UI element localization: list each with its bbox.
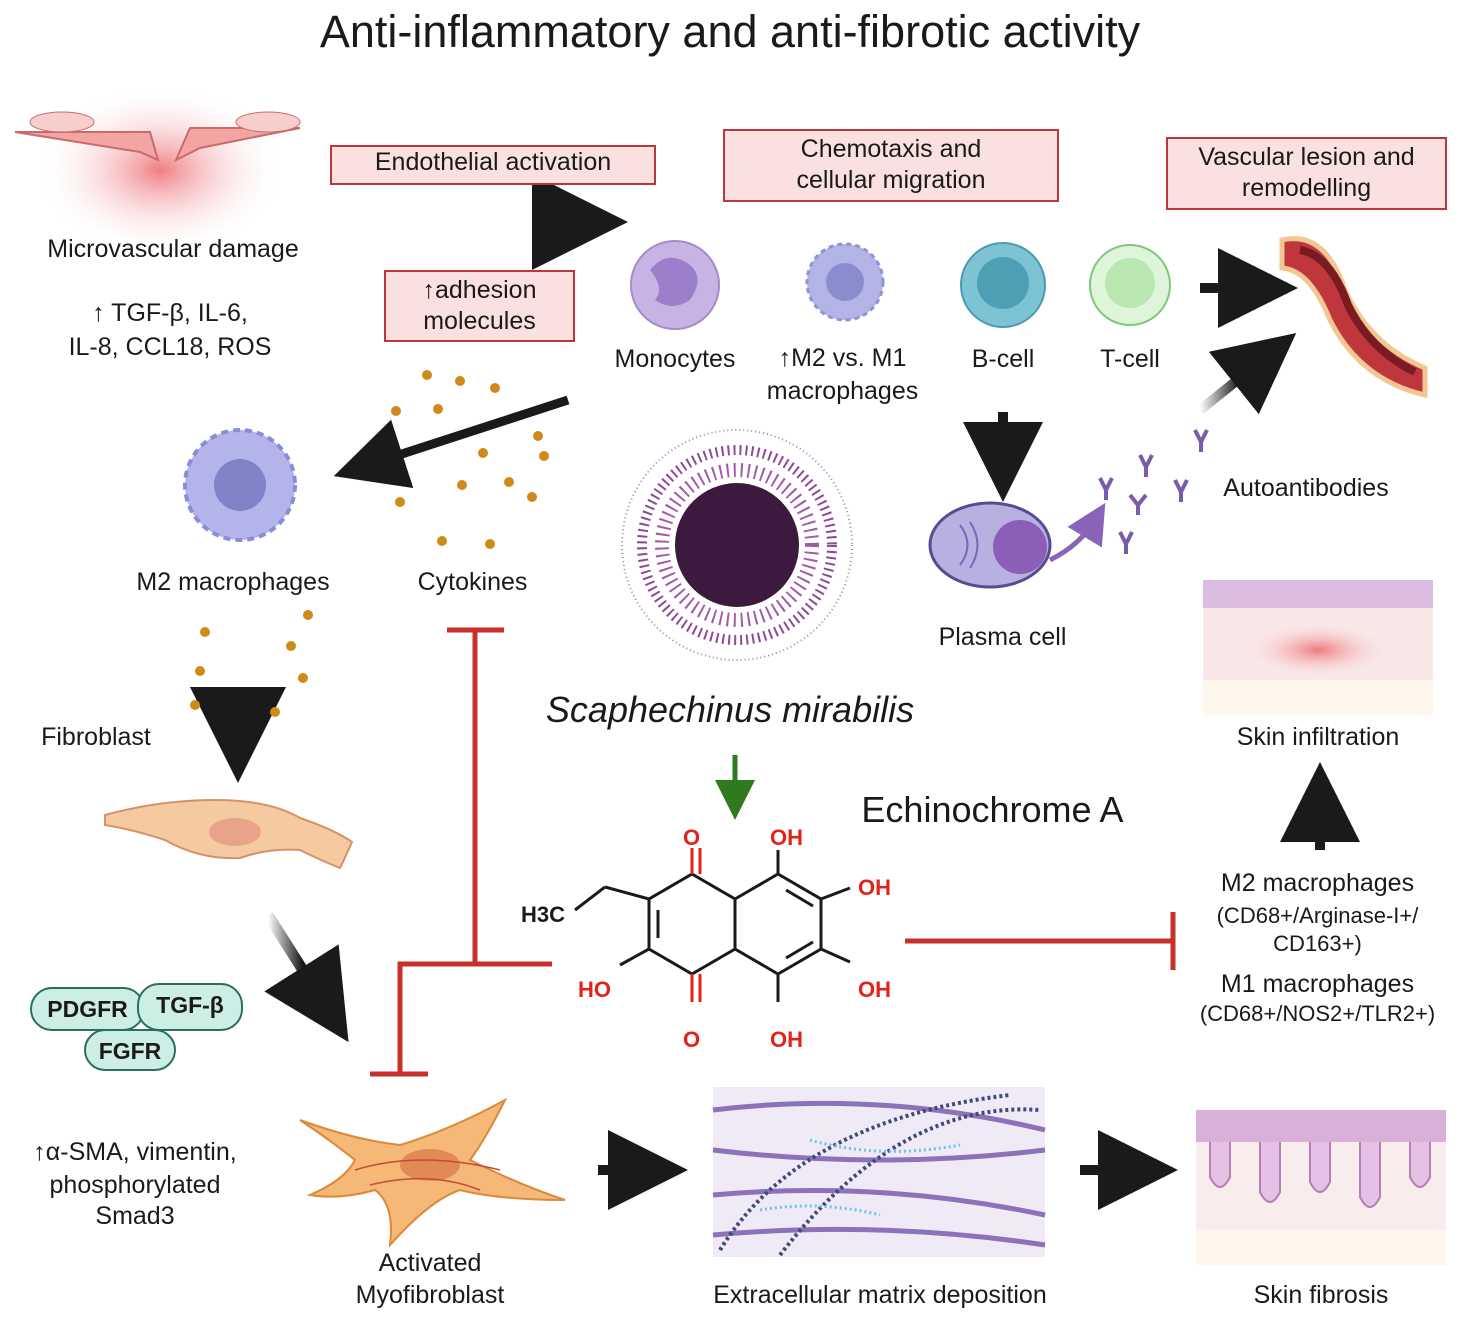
adhesion-line-2: molecules [423, 307, 536, 335]
myofibroblast-cell [299, 1097, 566, 1249]
vascular-lesion-box: Vascular lesion and remodelling [1166, 137, 1447, 210]
tgf-beta-receptor: TGF-β [137, 983, 243, 1031]
sma-line-2: phosphorylated [49, 1171, 221, 1199]
microvascular-damage-illustration [14, 85, 301, 255]
m1-right-title: M1 macrophages [1220, 970, 1415, 998]
markers-line-2: IL-8, CCL18, ROS [68, 333, 272, 361]
m2-right-title: M2 macrophages [1220, 869, 1415, 897]
monocyte-cell [630, 240, 720, 330]
markers-line-1: ↑ TGF-β, IL-6, [92, 299, 248, 327]
fibroblast-cell [104, 798, 354, 870]
blood-vessel-illustration [1279, 236, 1428, 399]
monocytes-label: Monocytes [614, 345, 736, 373]
sma-line-1: ↑α-SMA, vimentin, [33, 1138, 237, 1166]
oh-label-4: OH [770, 1027, 803, 1052]
myofibroblast-line-1: Activated [378, 1249, 482, 1277]
t-cell [1089, 244, 1171, 326]
antibodies [1098, 429, 1209, 554]
fibroblast-label: Fibroblast [41, 723, 151, 751]
o-top-label: O [683, 825, 700, 850]
microvascular-damage-label: Microvascular damage [47, 235, 299, 263]
myofibroblast-line-2: Myofibroblast [355, 1281, 505, 1309]
endothelial-activation-box: Endothelial activation [330, 145, 656, 185]
oh-label-1: OH [770, 825, 803, 850]
oh-label-2: OH [858, 875, 891, 900]
sea-urchin-illustration [621, 429, 853, 661]
fgfr-receptor: FGFR [84, 1029, 176, 1071]
autoantibodies-label: Autoantibodies [1223, 474, 1389, 502]
chemotaxis-line-2: cellular migration [796, 166, 986, 194]
sma-line-3: Smad3 [95, 1202, 175, 1230]
m2-macrophages-label: M2 macrophages [136, 568, 330, 596]
arrow-autoab-vessel [1196, 333, 1297, 415]
ecm-illustration [712, 1087, 1046, 1257]
skin-fibrosis-illustration [1196, 1110, 1446, 1265]
flow-arrows [190, 174, 1360, 1210]
species-label: Scaphechinus mirabilis [545, 689, 915, 730]
skin-infiltration-label: Skin infiltration [1236, 723, 1400, 751]
arrow-plasma-antibodies [1048, 502, 1106, 563]
macrophage-cell-top [805, 242, 885, 322]
diagram-title: Anti-inflammatory and anti-fibrotic acti… [319, 6, 1141, 57]
cytokines-label: Cytokines [417, 568, 528, 596]
compound-label: Echinochrome A [861, 789, 1124, 830]
chemotaxis-line-1: Chemotaxis and [800, 135, 982, 163]
endothelial-activation-label: Endothelial activation [374, 148, 612, 176]
m1-right-markers: (CD68+/NOS2+/TLR2+) [1199, 1001, 1436, 1026]
echinochrome-structure [574, 848, 851, 1002]
adhesion-line-1: ↑adhesion [422, 276, 537, 304]
m2-vs-m1-line-2: macrophages [766, 377, 919, 405]
t-cell-label: T-cell [1100, 345, 1160, 373]
o-bottom-label: O [683, 1027, 700, 1052]
vascular-line-2: remodelling [1241, 174, 1372, 202]
m2-right-markers-1: (CD68+/Arginase-I+/ [1216, 903, 1419, 928]
skin-fibrosis-label: Skin fibrosis [1253, 1281, 1389, 1309]
cytokine-dots [190, 370, 549, 717]
plasma-cell-label: Plasma cell [938, 623, 1067, 651]
arrow-to-m2 [333, 395, 570, 489]
ethyl-label: H3C [521, 902, 565, 927]
oh-label-3: OH [858, 977, 891, 1002]
ecm-label: Extracellular matrix deposition [713, 1281, 1047, 1309]
arrow-to-myofibroblast [263, 912, 349, 1043]
b-cell-label: B-cell [971, 345, 1035, 373]
inhibition-lines [370, 627, 1176, 1077]
m2-right-markers-2: CD163+) [1273, 931, 1362, 956]
m2-vs-m1-line-1: ↑M2 vs. M1 [778, 344, 907, 372]
skin-infiltration-illustration [1203, 580, 1433, 715]
chemotaxis-box: Chemotaxis and cellular migration [723, 129, 1059, 202]
vascular-line-1: Vascular lesion and [1198, 143, 1415, 171]
molecule-labels: O O OH OH OH OH HO H3C [521, 825, 891, 1052]
ho-label: HO [578, 977, 611, 1002]
pdgfr-receptor: PDGFR [30, 987, 145, 1031]
plasma-cell [928, 501, 1052, 589]
macrophage-cell-left [183, 428, 297, 542]
adhesion-box: ↑adhesion molecules [384, 270, 575, 342]
b-cell [960, 242, 1046, 328]
